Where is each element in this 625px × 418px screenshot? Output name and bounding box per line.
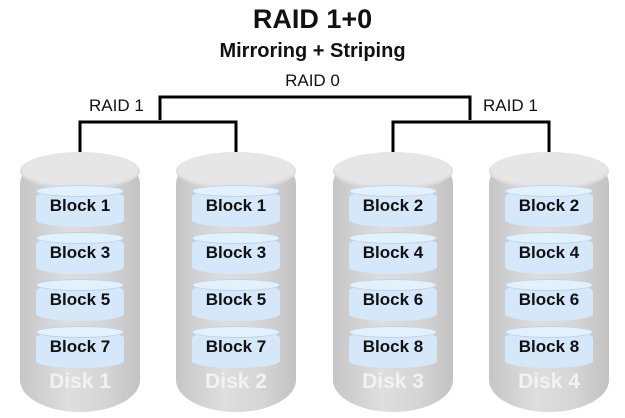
block-label: Block 1 [205,196,267,215]
disk-4: Block 2 Block 4 Block 6 Block 8 Disk 4 [489,152,609,412]
block-label: Block 6 [518,290,580,309]
raid1-left-label: RAID 1 [89,96,144,115]
block-cylinder: Block 3 [36,232,124,274]
diagram-subtitle: Mirroring + Striping [219,40,406,62]
block-label: Block 6 [362,290,424,309]
diagram-title: RAID 1+0 [252,4,373,34]
block-cylinder: Block 7 [192,326,280,368]
block-label: Block 3 [49,243,111,262]
block-cylinder: Block 6 [505,279,593,321]
disk-3: Block 2 Block 4 Block 6 Block 8 Disk 3 [333,152,453,412]
block-label: Block 2 [362,196,424,215]
disk-top [20,152,140,190]
block-cylinder: Block 2 [349,185,437,227]
block-cylinder: Block 1 [192,185,280,227]
disk-2: Block 1 Block 3 Block 5 Block 7 Disk 2 [176,152,296,412]
block-label: Block 3 [205,243,267,262]
disk-top [333,152,453,190]
raid0-label: RAID 0 [285,71,340,90]
disk-label: Disk 2 [205,370,267,393]
block-label: Block 4 [362,243,424,262]
block-cylinder: Block 1 [36,185,124,227]
disk-label: Disk 3 [362,370,424,393]
block-label: Block 8 [362,337,424,356]
block-label: Block 2 [518,196,580,215]
block-cylinder: Block 8 [505,326,593,368]
disk-label: Disk 4 [518,370,580,393]
block-label: Block 5 [49,290,111,309]
block-cylinder: Block 5 [192,279,280,321]
block-cylinder: Block 8 [349,326,437,368]
block-cylinder: Block 3 [192,232,280,274]
disk-1: Block 1 Block 3 Block 5 Block 7 Disk 1 [20,152,140,412]
block-label: Block 8 [518,337,580,356]
block-cylinder: Block 4 [349,232,437,274]
disk-label: Disk 1 [49,370,111,393]
block-cylinder: Block 4 [505,232,593,274]
disk-top [489,152,609,190]
block-cylinder: Block 5 [36,279,124,321]
raid0-connector [158,95,472,120]
block-label: Block 7 [205,337,267,356]
raid1-right-label: RAID 1 [483,96,538,115]
block-cylinder: Block 6 [349,279,437,321]
disk-top [176,152,296,190]
block-cylinder: Block 2 [505,185,593,227]
block-label: Block 5 [205,290,267,309]
block-label: Block 4 [518,243,580,262]
block-label: Block 1 [49,196,111,215]
block-label: Block 7 [49,337,111,356]
block-cylinder: Block 7 [36,326,124,368]
raid1-right-connector [391,120,551,152]
raid1-left-connector [78,120,238,152]
